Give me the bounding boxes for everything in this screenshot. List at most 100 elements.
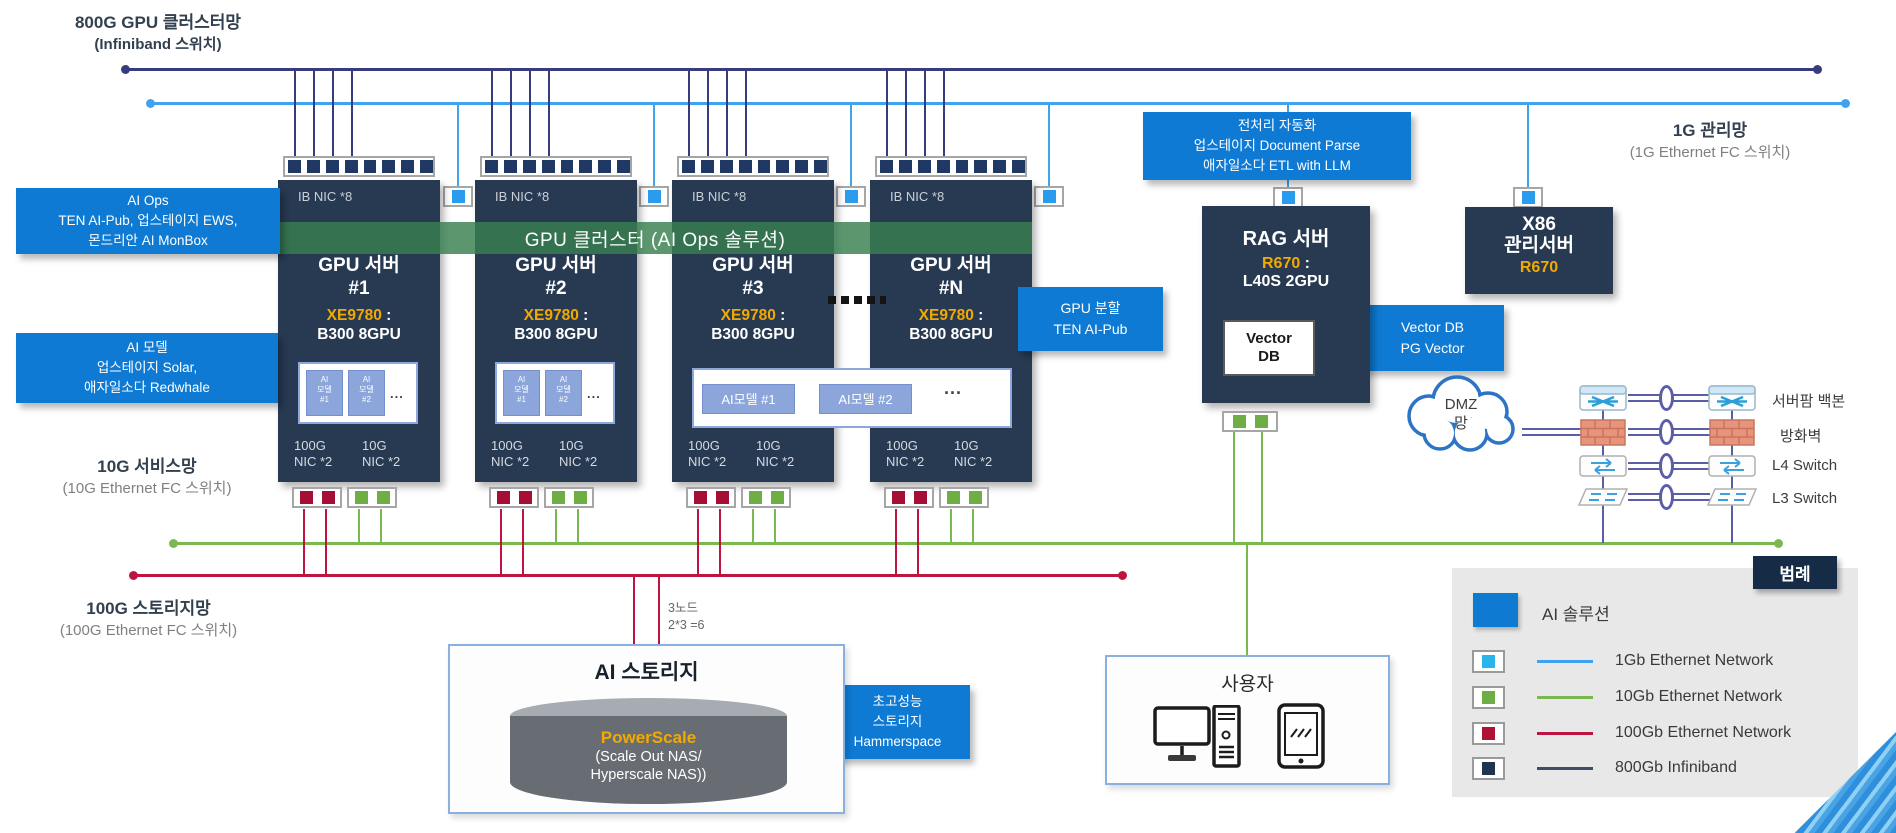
bus-800g-right-dot	[1813, 65, 1822, 74]
port-10g	[544, 487, 594, 508]
server-model: XE9780 : B300 8GPU	[475, 306, 637, 344]
backbone-router-icon	[1579, 385, 1627, 411]
mgmt-net-sub: (1G Ethernet FC 스위치)	[1629, 144, 1791, 161]
callout-line: 초고성능	[872, 693, 923, 709]
vector-db-line: Vector	[1246, 330, 1292, 347]
legend-10g-line	[1537, 696, 1593, 699]
gpu-cluster-band: GPU 클러스터 (AI Ops 솔루션)	[278, 222, 1032, 254]
svc-link	[774, 509, 776, 543]
nic-100g-label: 100G NIC *2	[886, 438, 924, 470]
svc-link	[358, 509, 360, 543]
node-note: 3노드 2*3 =6	[668, 600, 705, 634]
storage-net-sub: (100G Ethernet FC 스위치)	[59, 622, 238, 639]
label-mgmt-net: 1G 관리망 (1G Ethernet FC 스위치)	[1560, 116, 1860, 162]
legend-10g-port-icon	[1472, 686, 1505, 709]
storage-net-title: 100G 스토리지망	[86, 599, 211, 618]
rag-gpus: L40S 2GPU	[1242, 273, 1330, 290]
server-title: GPU 서버 #2	[475, 254, 637, 300]
link-ring-icon	[1659, 419, 1674, 445]
ib-nic-strip	[480, 156, 632, 177]
callout-line: Hammerspace	[853, 734, 942, 750]
link-ring-icon	[1659, 385, 1674, 411]
ai-storage-title: AI 스토리지	[594, 661, 699, 684]
x86-title-line: 관리서버	[1504, 235, 1574, 256]
rag-title: RAG 서버	[1242, 228, 1330, 250]
dmz-label-line: 망	[1454, 415, 1468, 432]
stor-link	[719, 509, 721, 575]
mgmt-link	[457, 103, 459, 187]
stor-link	[303, 509, 305, 575]
ellipsis: ...	[390, 385, 404, 401]
ib-link	[313, 69, 315, 157]
dmz-cloud-icon	[1407, 375, 1515, 452]
server-number: #3	[742, 278, 764, 299]
nic-speed: 100G	[294, 438, 326, 453]
node-note-line: 3노드	[668, 601, 698, 615]
bus-800g-line	[125, 68, 1818, 71]
stack-label-firewall: 방화벽	[1780, 428, 1822, 445]
storage-product: PowerScale	[600, 728, 697, 747]
mgmt-port-rag	[1273, 187, 1303, 208]
model-colon: :	[775, 307, 786, 324]
node-note-line: 2*3 =6	[668, 618, 705, 632]
backbone-router-icon	[1708, 385, 1756, 411]
link-ring-icon	[1659, 484, 1674, 510]
nic-speed: 100G	[886, 438, 918, 453]
ib-link	[294, 69, 296, 157]
nic-10g-label: 10G NIC *2	[559, 438, 597, 470]
nic-speed: 10G	[559, 438, 584, 453]
server-model: XE9780 : B300 8GPU	[672, 306, 834, 344]
callout-line: AI 모델	[126, 339, 168, 355]
callout-preprocess: 전처리 자동화 업스테이지 Document Parse 애자일소다 ETL w…	[1143, 112, 1411, 180]
rag-port-10g	[1222, 411, 1278, 432]
legend-800g-port-icon	[1472, 757, 1505, 780]
gpu-cluster-band-label: GPU 클러스터 (AI Ops 솔루션)	[524, 229, 786, 251]
bus-100g-line	[133, 574, 1123, 577]
ib-nic-label: IB NIC *8	[692, 189, 747, 204]
service-net-title: 10G 서비스망	[97, 457, 197, 476]
ai-model-chip: AI 모델 #1	[503, 370, 540, 416]
callout-ai-model: AI 모델 업스테이지 Solar, 애자일소다 Redwhale	[16, 333, 278, 403]
model-colon: :	[381, 307, 392, 324]
server-model: XE9780 : B300 8GPU	[870, 306, 1032, 344]
callout-line: 몬드리안 AI MonBox	[88, 233, 208, 249]
stor-link-nas	[633, 575, 635, 645]
nic-count: NIC *2	[559, 454, 598, 469]
nic-speed: 100G	[491, 438, 523, 453]
port-10g	[741, 487, 791, 508]
nic-10g-label: 10G NIC *2	[756, 438, 794, 470]
legend-1g-line	[1537, 660, 1593, 663]
model-code: XE9780	[523, 307, 579, 324]
callout-line: 전처리 자동화	[1237, 117, 1317, 133]
ib-nic-label: IB NIC *8	[495, 189, 550, 204]
nic-speed: 100G	[688, 438, 720, 453]
nic-count: NIC *2	[688, 454, 727, 469]
nic-count: NIC *2	[756, 454, 795, 469]
server-title-text: GPU 서버	[515, 255, 597, 276]
mgmt-port	[836, 186, 866, 207]
mgmt-link	[653, 103, 655, 187]
callout-vector-db: Vector DB PG Vector	[1361, 305, 1504, 371]
server-title: GPU 서버 #3	[672, 254, 834, 300]
nic-100g-label: 100G NIC *2	[491, 438, 529, 470]
vector-db-box: Vector DB	[1223, 320, 1315, 376]
server-number: #N	[938, 278, 964, 299]
legend-box: AI 솔루션 1Gb Ethernet Network 10Gb Etherne…	[1452, 568, 1858, 797]
gpu-config: B300 8GPU	[909, 326, 993, 343]
legend-tab-label: 범례	[1779, 565, 1811, 584]
callout-line: 업스테이지 Solar,	[96, 359, 198, 375]
model-code: XE9780	[326, 307, 382, 324]
bus-10g-right-dot	[1774, 539, 1783, 548]
nic-100g-label: 100G NIC *2	[688, 438, 726, 470]
server-number: #2	[545, 278, 567, 299]
svc-link	[752, 509, 754, 543]
port-100g	[292, 487, 342, 508]
stack-label-l4: L4 Switch	[1772, 457, 1838, 474]
server-title-text: GPU 서버	[910, 255, 992, 276]
stor-link	[917, 509, 919, 575]
l3-switch-icon	[1577, 488, 1629, 506]
callout-hp-storage: 초고성능 스토리지 Hammerspace	[825, 685, 970, 759]
l4-switch-icon	[1579, 455, 1627, 477]
legend-800g-line	[1537, 767, 1593, 770]
ib-nic-label: IB NIC *8	[890, 189, 945, 204]
